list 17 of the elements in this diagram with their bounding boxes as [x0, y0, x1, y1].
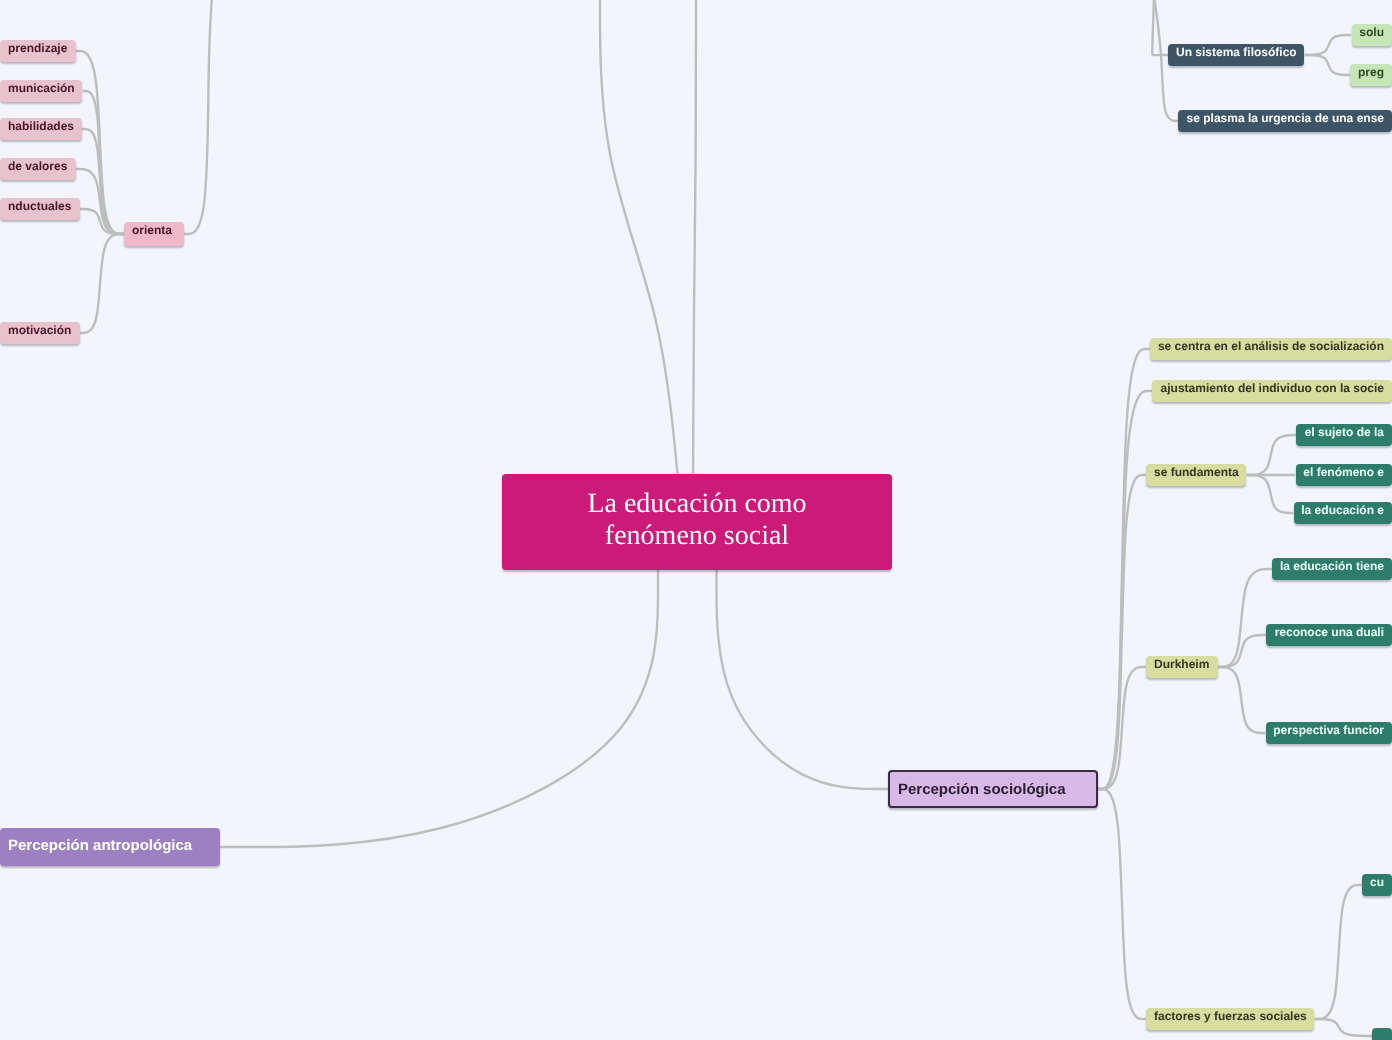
topic-box	[1372, 1028, 1392, 1040]
connector-line	[1098, 787, 1146, 1021]
connector-line	[79, 232, 124, 335]
connector-line	[715, 570, 888, 791]
connector-line	[1217, 665, 1266, 735]
connector-line	[220, 570, 660, 849]
connector-line	[1314, 1017, 1372, 1038]
connector-line	[1246, 473, 1294, 515]
connector-line	[82, 127, 124, 236]
connector-line	[1151, 0, 1168, 57]
connector-line	[1098, 665, 1146, 791]
central-topic: La educación como fenómeno social	[502, 474, 892, 570]
connector-line	[691, 0, 698, 474]
connector-line	[1304, 53, 1350, 77]
connector-line	[184, 0, 214, 236]
connector-line	[598, 0, 679, 475]
connector-line	[1152, 0, 1179, 123]
